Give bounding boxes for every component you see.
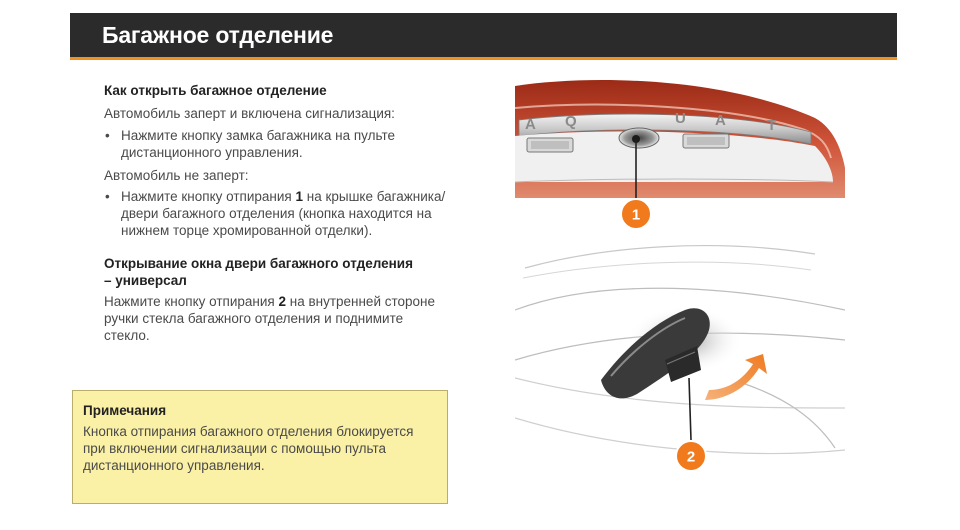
locked-bullet-line2: дистанционного управления. xyxy=(121,145,303,160)
panel-line xyxy=(515,287,845,311)
bullet-dot: • xyxy=(105,128,110,143)
lid-shadow-line xyxy=(515,178,834,183)
release-button-2 xyxy=(665,346,701,382)
note-line1: Кнопка отпирания багажного отделения бло… xyxy=(83,424,414,439)
header-bar xyxy=(70,13,897,57)
locked-bullet-line1: Нажмите кнопку замка багажника на пульте xyxy=(121,128,396,143)
locked-bullet: • Нажмите кнопку замка багажника на пуль… xyxy=(104,127,454,161)
callout-badge-1-number: 1 xyxy=(632,207,640,224)
unlocked-bullet-line1: Нажмите кнопку отпирания 1 на крышке баг… xyxy=(121,188,454,205)
text-fragment: на крышке багажника/ xyxy=(302,189,446,204)
emblem-letters: A Q U A T xyxy=(525,110,776,134)
plate-light-right-lens xyxy=(687,137,725,145)
bullet-dot: • xyxy=(105,189,110,204)
panel-line xyxy=(744,383,836,449)
callout-line-2 xyxy=(688,377,692,441)
callout-number-2: 2 xyxy=(278,294,286,309)
plate-light-left-lens xyxy=(531,141,569,149)
panel-line xyxy=(515,377,845,409)
callout-badge-2 xyxy=(675,440,707,472)
trunk-lid-view: A Q U A T 1 xyxy=(515,80,845,230)
section-heading-window-line1: Открывание окна двери багажного отделени… xyxy=(104,256,413,271)
glass-handle-view: 2 xyxy=(515,245,845,472)
window-text-line1: Нажмите кнопку отпирания 2 на внутренней… xyxy=(104,293,454,310)
text-fragment: Нажмите кнопку отпирания xyxy=(104,294,279,309)
lid-lower-edge xyxy=(515,131,833,182)
text-fragment: Нажмите кнопку отпирания xyxy=(121,189,296,204)
instructions-column: Как открыть багажное отделение Автомобил… xyxy=(104,82,454,344)
text-fragment: на внутренней стороне xyxy=(285,294,436,309)
release-button-1 xyxy=(632,135,640,143)
header-accent-line xyxy=(70,57,897,60)
callout-badge-1 xyxy=(620,198,652,230)
emblem-letter: A xyxy=(525,116,536,133)
window-instructions: Нажмите кнопку отпирания 2 на внутренней… xyxy=(104,293,454,344)
handle-highlight xyxy=(610,317,686,377)
window-text-line2: ручки стекла багажного отделения и подни… xyxy=(104,311,404,326)
unlocked-condition-text: Автомобиль не заперт: xyxy=(104,168,249,183)
section-heading-window-line2: – универсал xyxy=(104,273,187,288)
chrome-strip xyxy=(518,113,812,145)
body-highlight xyxy=(515,103,832,159)
panel-line xyxy=(522,261,812,279)
trunk-illustration: A Q U A T 1 2 xyxy=(515,80,845,472)
button-edge-highlight xyxy=(666,351,696,365)
page-title: Багажное отделение xyxy=(102,22,334,48)
unlocked-bullet: • Нажмите кнопку отпирания 1 на крышке б… xyxy=(104,188,454,239)
section-heading-open-trunk: Как открыть багажное отделение xyxy=(104,83,327,98)
note-line2: при включении сигнализации с помощью пул… xyxy=(83,441,387,456)
panel-line xyxy=(524,245,816,269)
glass-handle xyxy=(601,308,710,399)
emblem-letter: T xyxy=(767,117,776,134)
lift-arrow-icon xyxy=(705,354,767,400)
emblem-letter: A xyxy=(715,112,726,129)
unlocked-bullet-line3: нижнем торце хромированной отделки). xyxy=(121,223,373,238)
note-box: Примечания Кнопка отпирания багажного от… xyxy=(72,390,448,504)
unlocked-bullet-line2: двери багажного отделения (кнопка находи… xyxy=(121,206,432,221)
note-line3: дистанционного управления. xyxy=(83,458,265,473)
callout-number-1: 1 xyxy=(295,189,303,204)
window-text-line3: стекло. xyxy=(104,328,150,343)
emblem-letter: U xyxy=(675,110,686,127)
locked-condition-text: Автомобиль заперт и включена сигнализаци… xyxy=(104,106,395,121)
callout-badge-2-number: 2 xyxy=(687,449,695,466)
note-title: Примечания xyxy=(83,403,167,418)
note-text: Кнопка отпирания багажного отделения бло… xyxy=(83,423,423,474)
emblem-letter: Q xyxy=(565,113,577,130)
